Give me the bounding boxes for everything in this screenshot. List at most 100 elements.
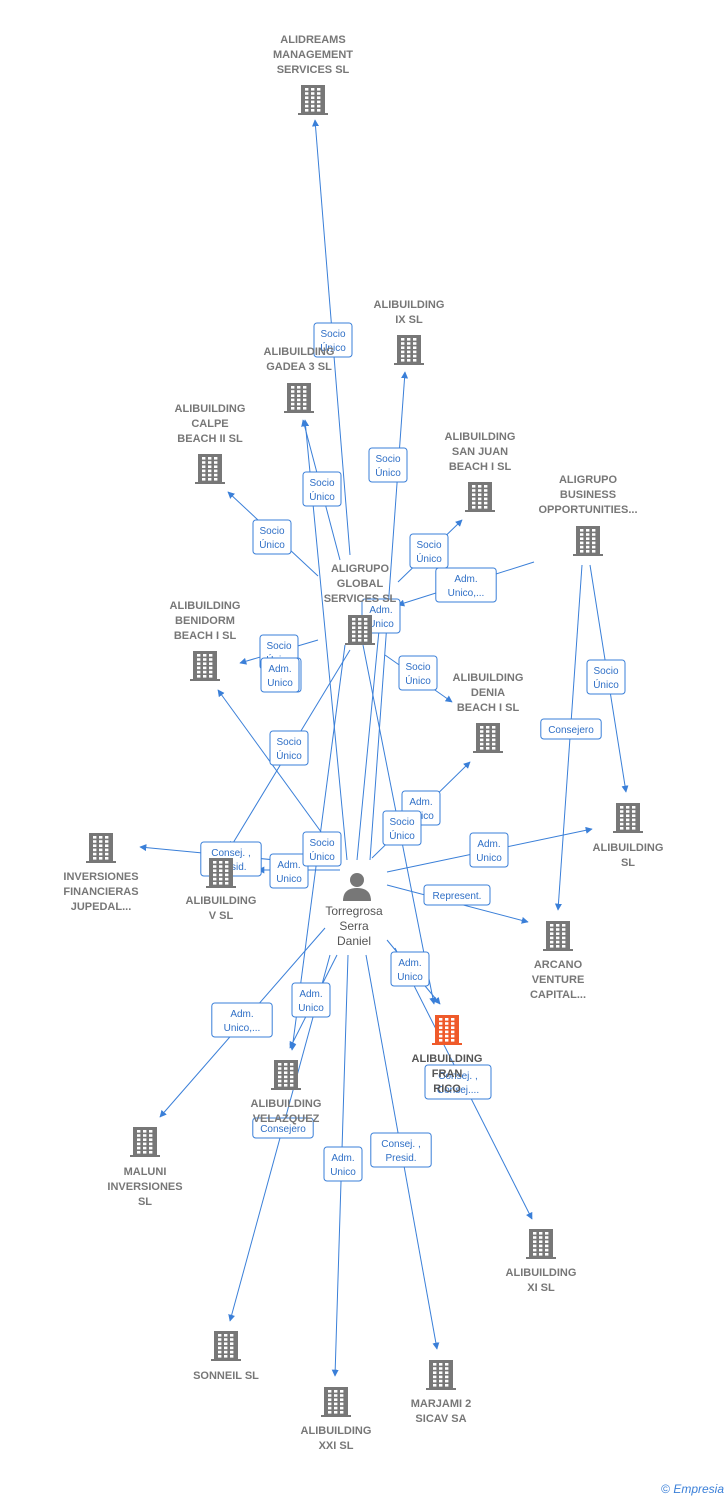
edge-label-box [368, 447, 408, 483]
building-icon [473, 723, 503, 753]
edge-label-text: Único [416, 552, 442, 565]
brand-logo[interactable]: Empresia [673, 1482, 724, 1496]
edge-label-box [370, 1132, 432, 1168]
company-label: ALIGRUPO [559, 474, 618, 486]
edge-label-box [424, 1064, 492, 1100]
edge-label-text: Socio [266, 641, 291, 652]
edge-label[interactable]: Adm.Unico [269, 853, 309, 889]
edge-label[interactable]: Adm.Unico [323, 1146, 363, 1182]
building-icon [432, 1015, 462, 1045]
company-node-jupedal[interactable]: INVERSIONESFINANCIERASJUPEDAL... [63, 833, 139, 913]
company-label: SAN JUAN [452, 446, 508, 458]
edge-label-text: Consej. , [438, 1071, 477, 1082]
edge-label[interactable]: Adm.Unico,... [211, 1002, 273, 1038]
edge-label-text: Adm. [398, 958, 421, 969]
company-label: FINANCIERAS [63, 886, 138, 898]
building-icon [211, 1331, 241, 1361]
edge-label-box [313, 322, 353, 358]
person-label: Serra [339, 919, 369, 933]
company-label: GADEA 3 SL [266, 361, 332, 373]
edge-label-text: Unico [397, 972, 423, 983]
edge-label-box [302, 471, 342, 507]
edge-label-text: Adm. [454, 574, 477, 585]
company-label: VELAZQUEZ [253, 1113, 320, 1125]
edge-label-text: Unico [330, 1167, 356, 1178]
company-node-sonneil[interactable]: SONNEIL SL [193, 1331, 259, 1382]
edge-label[interactable]: Adm.Unico [291, 982, 331, 1018]
building-icon [271, 1060, 301, 1090]
company-label: DENIA [471, 687, 505, 699]
edge-label-box [390, 951, 430, 987]
edge-label-box [423, 884, 491, 906]
edge-label[interactable]: Consejero [540, 718, 602, 740]
company-label: ALIDREAMS [280, 34, 345, 46]
edge-label-box [540, 718, 602, 740]
edge-label-text: Único [320, 341, 346, 354]
edge-label-text: Único [259, 538, 285, 551]
edge-label-text: Unico [267, 678, 293, 689]
company-label: MARJAMI 2 [411, 1398, 472, 1410]
edge-label-box [252, 519, 292, 555]
edge-label[interactable]: Adm.Unico [260, 657, 300, 693]
building-icon [394, 335, 424, 365]
company-label: ALIBUILDING [186, 895, 257, 907]
company-label: IX SL [395, 314, 423, 326]
edge-label-text: Socio [389, 817, 414, 828]
edge-label-text: Consej. , [381, 1139, 420, 1150]
edge-label[interactable]: Consej. ,Presid. [370, 1132, 432, 1168]
edge-label-box [211, 1002, 273, 1038]
edge-label-text: Unico [368, 619, 394, 630]
company-label: ALIBUILDING [453, 672, 524, 684]
company-label: ARCANO [534, 959, 583, 971]
edge-label-box [409, 533, 449, 569]
edge-label-text: Socio [375, 454, 400, 465]
company-label: ALIBUILDING [506, 1267, 577, 1279]
edge-label[interactable]: Represent. [423, 884, 491, 906]
edge-label[interactable]: Adm. Unico [390, 951, 430, 987]
edge-label[interactable]: Adm.Unico [469, 832, 509, 868]
edge-label-text: Socio [416, 540, 441, 551]
company-label: XXI SL [319, 1440, 354, 1452]
company-node-arcano[interactable]: ARCANOVENTURECAPITAL... [530, 921, 586, 1001]
edge-label[interactable]: Consej. ,Consej.... [424, 1064, 492, 1100]
edge-label-text: Socio [593, 666, 618, 677]
company-node-aligrupo_bo[interactable]: ALIGRUPOBUSINESSOPPORTUNITIES... [538, 474, 638, 556]
edge-label-box [586, 659, 626, 695]
edge-label-text: Socio [309, 838, 334, 849]
edge-label-text: Unico,... [448, 588, 485, 599]
building-icon [426, 1360, 456, 1390]
edge-label-text: Consej. , [211, 848, 250, 859]
edge-label[interactable]: Adm. Unico,... [435, 567, 497, 603]
edge-label[interactable]: Consejero [252, 1117, 314, 1139]
edge-label-text: Único [309, 850, 335, 863]
company-label: BENIDORM [175, 615, 235, 627]
